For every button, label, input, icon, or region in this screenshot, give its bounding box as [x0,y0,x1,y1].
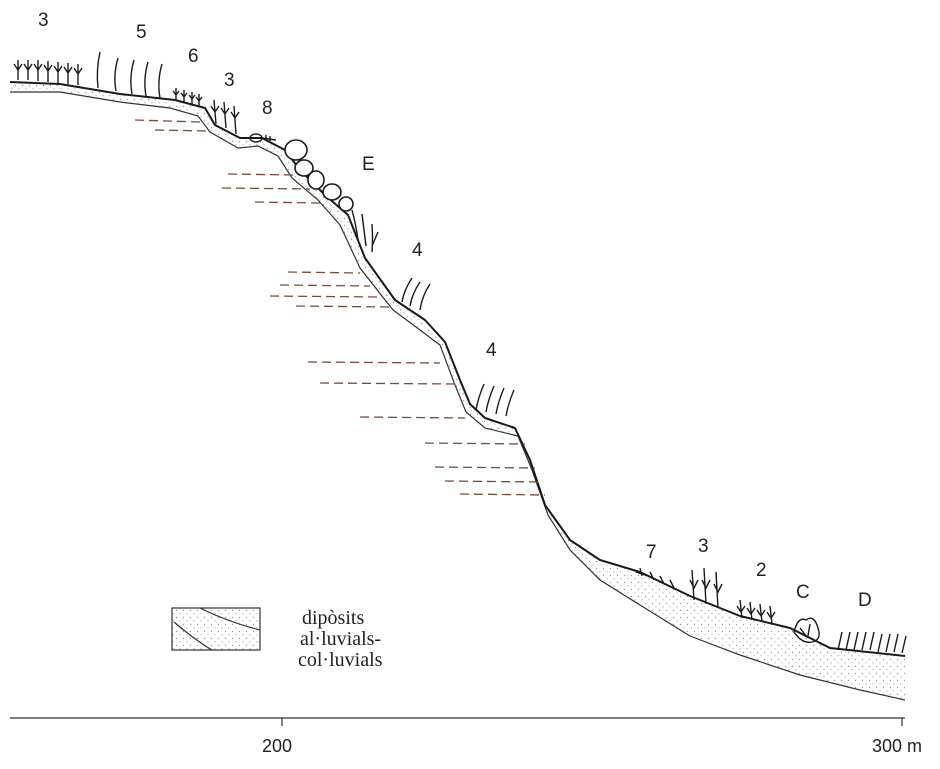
label-zone-8: 8 [262,98,273,119]
label-zone-E: E [362,154,375,175]
label-zone-4b: 4 [486,340,497,361]
vegetation-zone-3-right [689,567,723,609]
vegetation-zone-3-mid [210,99,240,135]
shrub-zone-C [793,617,820,643]
legend-line-1: dipòsits [302,607,364,629]
vegetation-zone-5 [96,51,163,99]
label-zone-7: 7 [646,542,657,563]
grass-zone-D [837,631,907,654]
label-zone-D: D [858,590,872,611]
bedrock-strata [134,119,546,496]
vegetation-zone-2 [736,599,776,625]
label-zone-4a: 4 [412,240,423,261]
vegetation-zone-4-upper [401,277,431,311]
ground-surface [9,81,906,657]
label-zone-5: 5 [136,22,147,43]
label-zone-3b: 3 [224,70,235,91]
vegetation-zone-6 [172,88,203,106]
legend-line-3: col·luvials [298,649,383,671]
label-zone-3a: 3 [38,10,49,31]
vegetation-zone-7 [635,567,675,589]
axis-tick-300: 300 m [872,736,922,756]
label-zone-6: 6 [188,46,199,67]
label-zone-C: C [796,582,810,603]
axis-tick-200: 200 [262,736,292,756]
vegetation-below-E [351,209,379,253]
legend-swatch [171,607,261,651]
distance-axis: 200 300 m [10,717,922,756]
legend-line-2: al·luvials- [300,628,381,650]
label-zone-3c: 3 [698,536,709,557]
label-zone-2: 2 [756,560,767,581]
vegetation-zone-8 [249,133,277,143]
boulders-zone-E [284,139,354,212]
vegetation-zone-4-lower [475,383,515,417]
vegetation-zone-3-left [13,60,83,85]
legend: dipòsits al·luvials- col·luvials [171,607,383,671]
deposit-base-line [10,91,906,701]
